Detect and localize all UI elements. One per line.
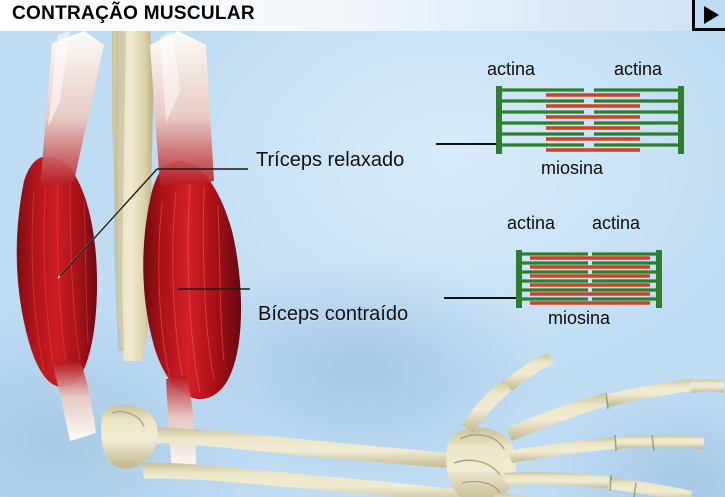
triceps-muscle: [16, 31, 104, 441]
sarcomere-contracted-miosina-label: miosina: [548, 308, 611, 328]
play-triangle-icon: [704, 6, 719, 24]
sarcomere-contracted-diagram: [516, 250, 662, 308]
sarcomere-relaxed-miosina-label: miosina: [541, 158, 604, 178]
sarcomere-relaxed-actina-right-label: actina: [614, 59, 663, 79]
hand-skeleton: [446, 353, 724, 497]
biceps-muscle: [143, 31, 242, 471]
sarcomere-contracted-actina-right-label: actina: [592, 213, 641, 233]
sarcomere-relaxed-actina-left-label: actina: [487, 59, 536, 79]
illustration-canvas: Tríceps relaxado Bíceps contraído actina…: [0, 31, 725, 497]
slide-header: CONTRAÇÃO MUSCULAR: [0, 0, 725, 31]
next-slide-button[interactable]: [692, 0, 725, 31]
triceps-leader-line: [57, 168, 248, 279]
sarcomere-contracted-actina-left-label: actina: [507, 213, 556, 233]
forearm-bones: [100, 404, 472, 497]
arm-anatomy-illustration: [16, 31, 724, 497]
callout-biceps-label: Bíceps contraído: [258, 303, 409, 325]
callout-triceps-label: Tríceps relaxado: [256, 149, 405, 171]
leader-line-relaxed-sarcomere: [436, 143, 500, 145]
sarcomere-relaxed-diagram: [496, 86, 684, 154]
leader-line-contracted-sarcomere: [444, 297, 520, 299]
page-title: CONTRAÇÃO MUSCULAR: [12, 3, 255, 24]
